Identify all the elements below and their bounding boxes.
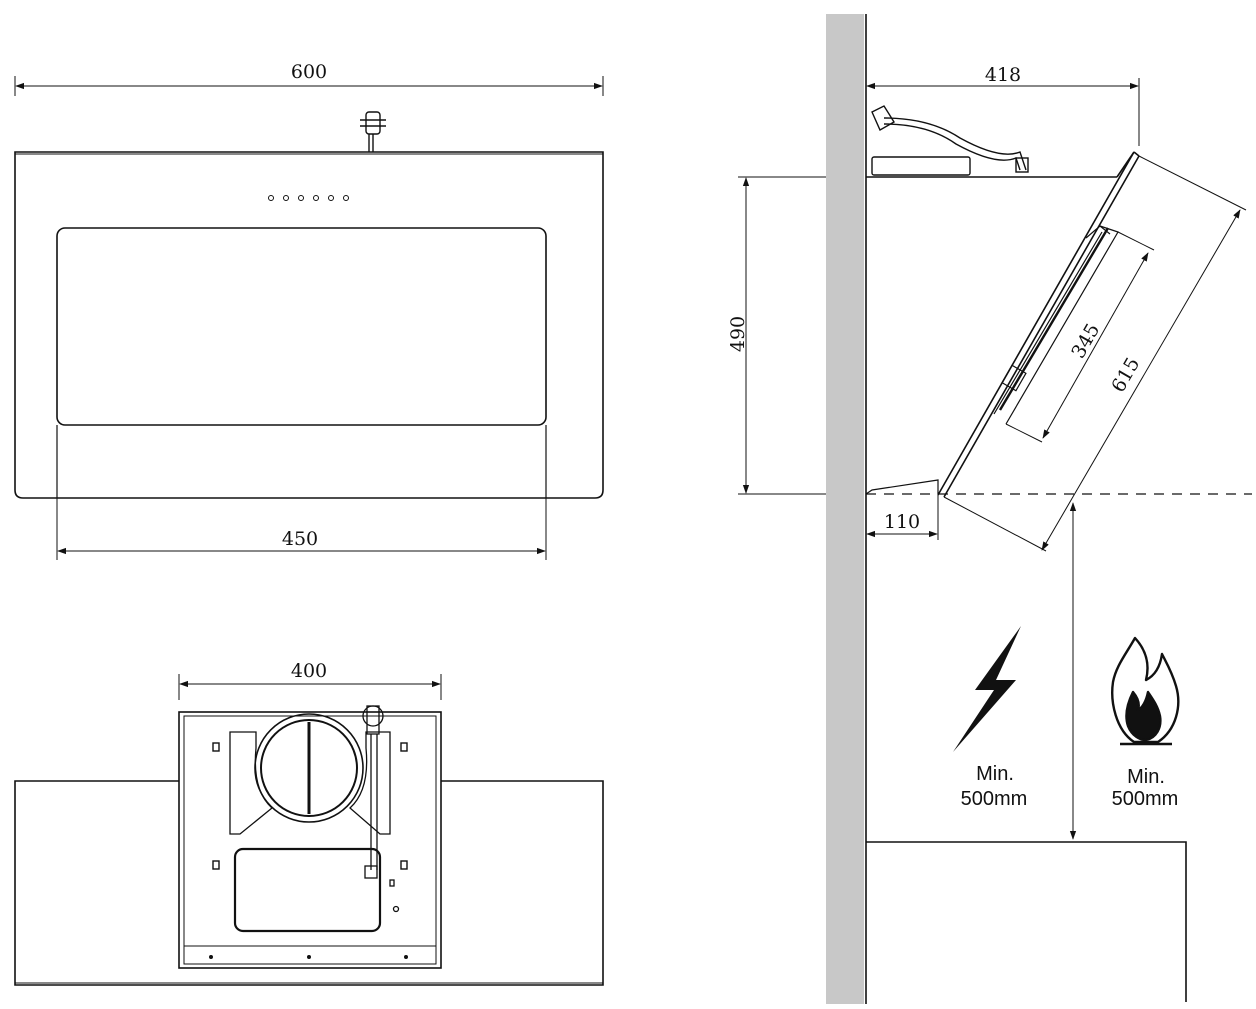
gas-distance-label: 500mm (1112, 788, 1179, 810)
inner-panel-label: 345 (1067, 320, 1104, 362)
side-depth-label: 418 (985, 64, 1021, 86)
front-hood-outline (14, 151, 604, 499)
filter-box (233, 847, 382, 933)
side-offset-label: 110 (884, 511, 920, 533)
flame-icon (1111, 636, 1180, 746)
control-button (283, 195, 289, 201)
side-view (826, 14, 867, 1004)
top-hood-outline (14, 780, 604, 986)
control-button (298, 195, 304, 201)
front-width-label: 600 (291, 61, 327, 83)
gas-hose (871, 105, 1029, 173)
front-view (14, 76, 604, 560)
control-button (268, 195, 274, 201)
front-inner-width-label: 450 (282, 528, 318, 550)
gas-pipe (362, 705, 400, 913)
side-height-label: 490 (727, 316, 749, 352)
motor-housing (871, 156, 971, 176)
control-button (343, 195, 349, 201)
electric-distance-label: 500mm (961, 788, 1028, 810)
exhaust-duct-flange (254, 713, 364, 823)
control-buttons (268, 195, 349, 201)
angled-glass-panel (937, 151, 1140, 498)
control-button (328, 195, 334, 201)
front-glass-panel (56, 227, 547, 426)
electric-min-label: Min. (976, 763, 1014, 785)
gas-connector-icon (360, 111, 386, 152)
lightning-icon (953, 626, 1021, 752)
hob-counter (866, 841, 1187, 1002)
control-button (313, 195, 319, 201)
panel-length-dimension (1041, 209, 1241, 551)
panel-length-label: 615 (1107, 354, 1144, 396)
gas-min-label: Min. (1127, 766, 1165, 788)
mounting-plate (178, 711, 442, 969)
top-view (14, 674, 604, 986)
wall (826, 14, 864, 1004)
top-mount-width-label: 400 (291, 660, 327, 682)
